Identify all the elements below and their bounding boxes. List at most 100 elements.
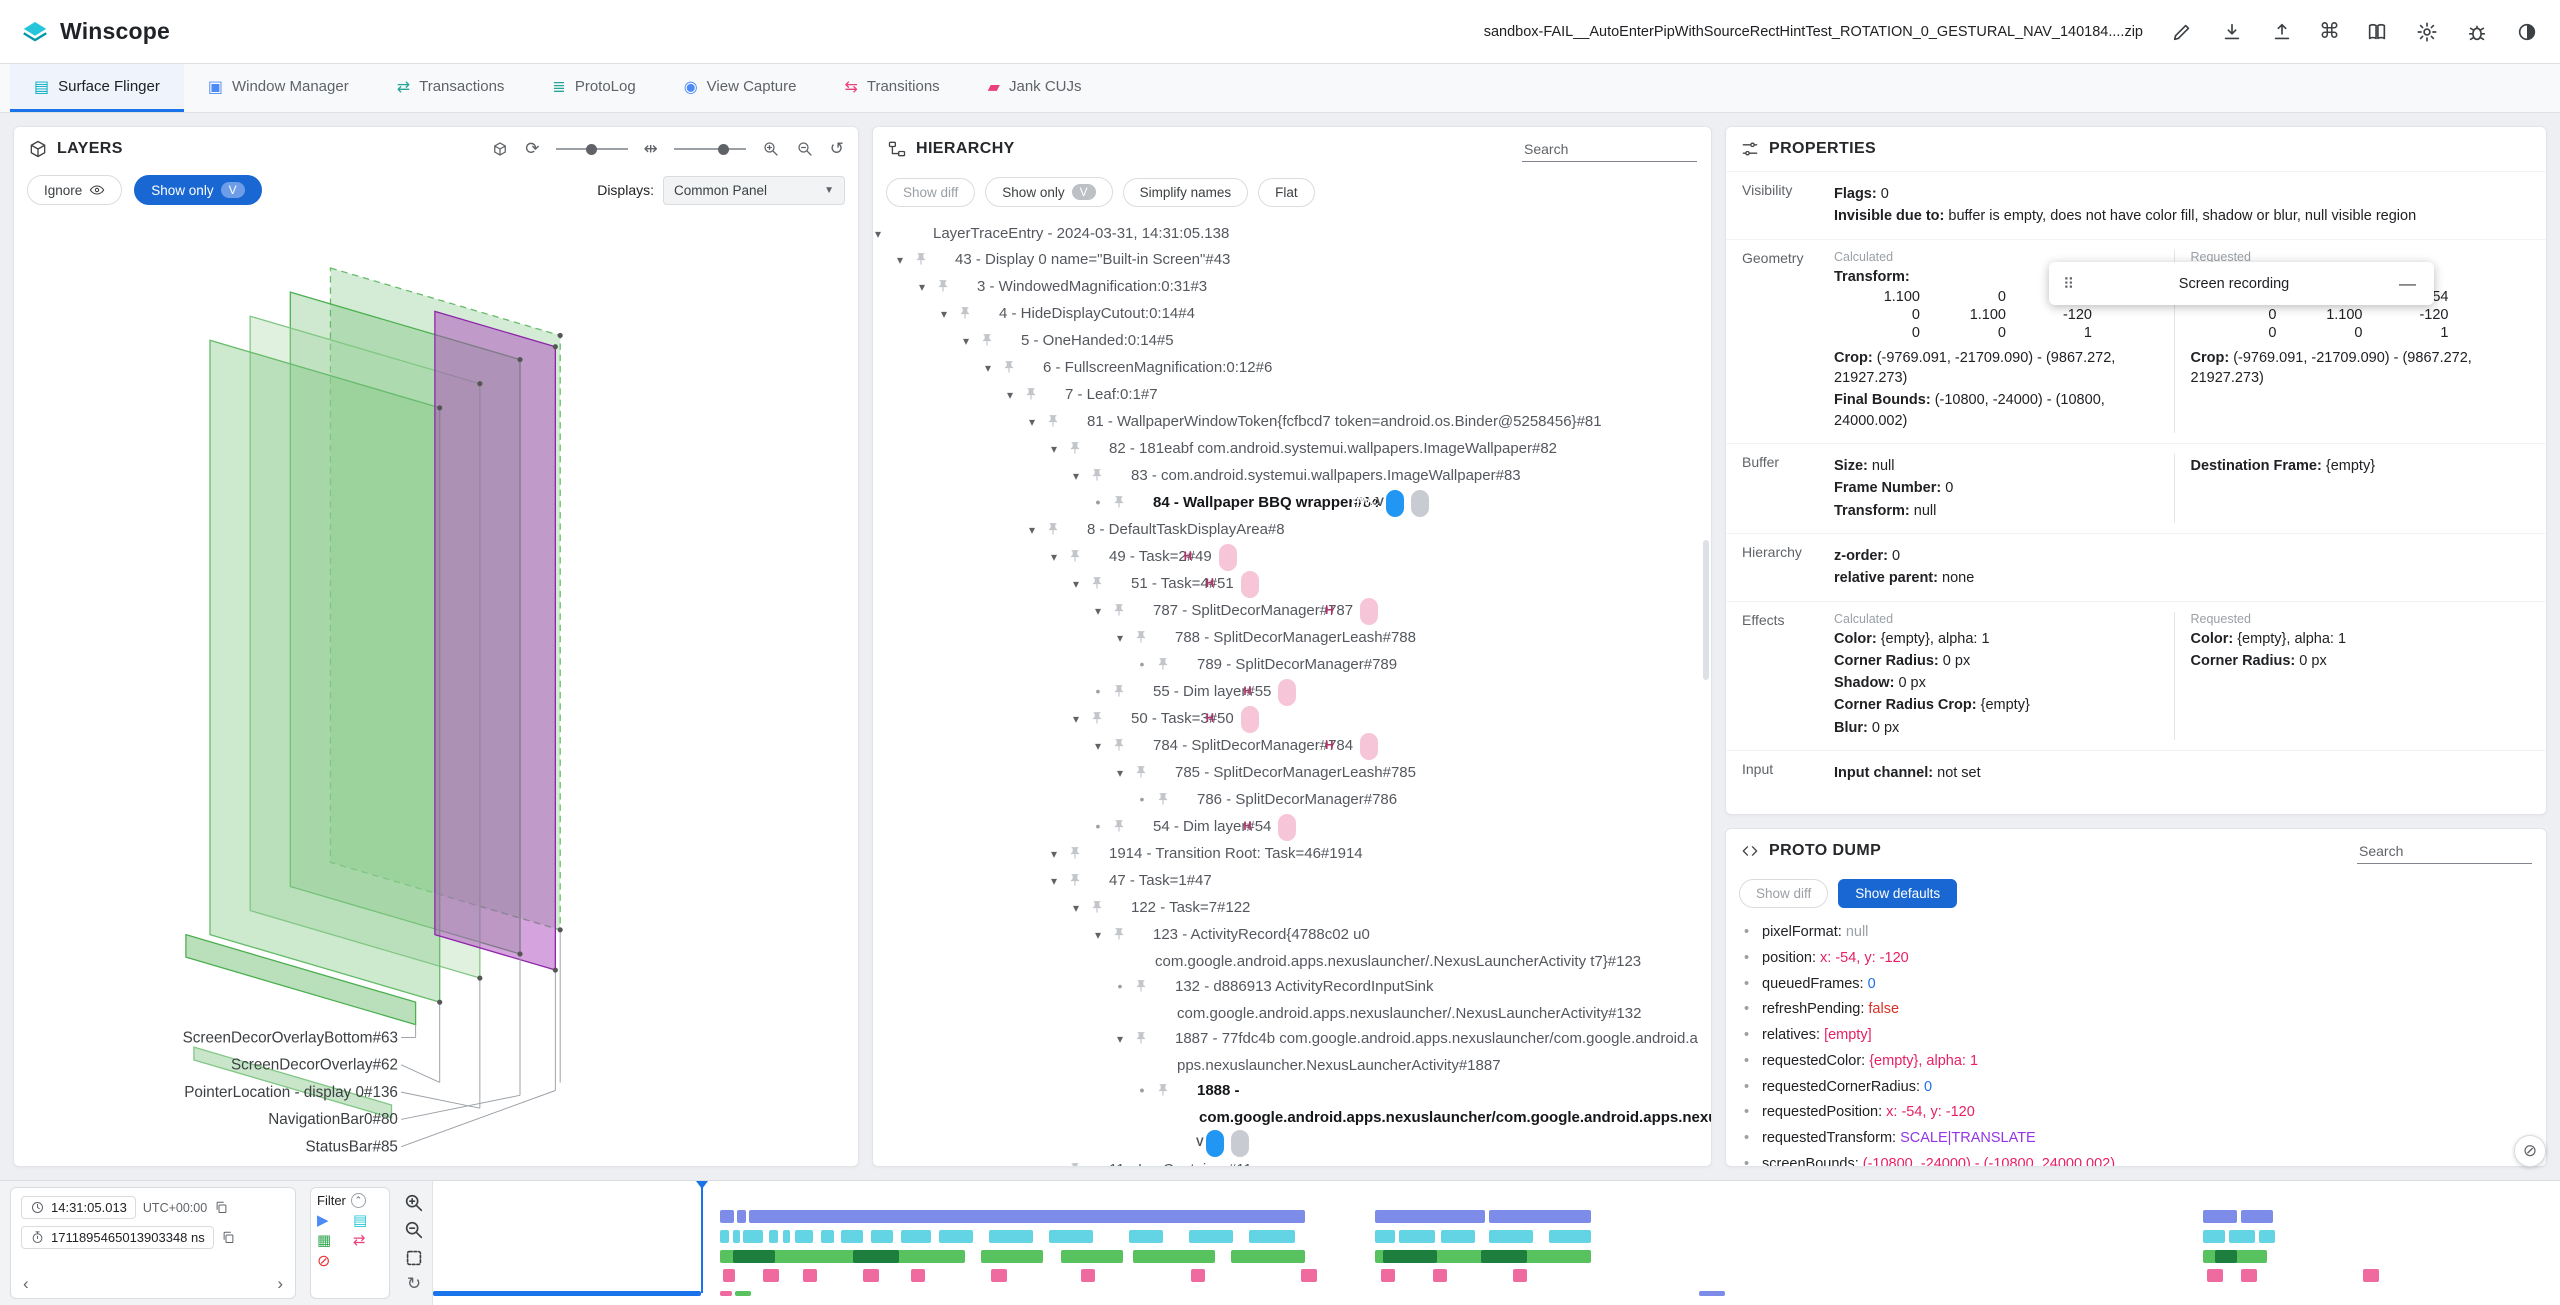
human-timestamp-box[interactable]: 14:31:05.013 <box>21 1196 136 1219</box>
trace-segment[interactable] <box>433 1291 701 1296</box>
trace-segment[interactable] <box>1049 1230 1093 1243</box>
chevron-down-icon[interactable]: ▾ <box>962 334 970 348</box>
displays-select[interactable]: Common Panel ▼ <box>663 175 845 205</box>
chevron-down-icon[interactable]: ▾ <box>1050 847 1058 861</box>
tree-row[interactable]: ▾51 - Task=4#51H <box>883 571 1701 598</box>
edit-icon[interactable] <box>2169 19 2195 45</box>
tab-transitions[interactable]: ⇆Transitions <box>820 64 963 112</box>
pin-icon[interactable] <box>938 276 977 301</box>
trace-segment[interactable] <box>749 1210 1305 1223</box>
pin-icon[interactable] <box>1026 384 1065 409</box>
chevron-down-icon[interactable]: ▾ <box>1116 1032 1124 1046</box>
proto-property-row[interactable]: refreshPending: false <box>1736 997 2538 1023</box>
pin-icon[interactable] <box>1158 789 1197 814</box>
pin-icon[interactable] <box>1070 438 1109 463</box>
tree-row[interactable]: ▾1914 - Transition Root: Task=46#1914 <box>883 841 1701 868</box>
chevron-down-icon[interactable]: ▾ <box>1072 469 1080 483</box>
proto-property-row[interactable]: screenBounds: (-10800, -24000) - (-10800… <box>1736 1152 2538 1166</box>
tree-row[interactable]: ▾7 - Leaf:0:1#7 <box>883 382 1701 409</box>
trace-segment[interactable] <box>803 1269 817 1282</box>
chevron-down-icon[interactable]: ▾ <box>984 361 992 375</box>
proto-property-row[interactable]: pixelFormat: null <box>1736 920 2538 946</box>
trace-segment[interactable] <box>1375 1230 1395 1243</box>
layer-label[interactable]: ScreenDecorOverlayBottom#63 <box>183 1029 398 1046</box>
proto-property-row[interactable]: requestedCornerRadius: 0 <box>1736 1075 2538 1101</box>
trace-segment[interactable] <box>733 1250 775 1263</box>
trace-segment[interactable] <box>2215 1250 2237 1263</box>
chevron-down-icon[interactable]: ▾ <box>1028 415 1036 429</box>
chevron-down-icon[interactable]: ▾ <box>896 253 904 267</box>
chevron-down-icon[interactable]: ▾ <box>1072 712 1080 726</box>
pin-icon[interactable] <box>1092 573 1131 598</box>
next-frame-button[interactable]: › <box>271 1274 289 1294</box>
tree-row[interactable]: ▾3 - WindowedMagnification:0:31#3 <box>883 274 1701 301</box>
trace-segment[interactable] <box>769 1230 778 1243</box>
trace-segment[interactable] <box>1381 1269 1395 1282</box>
trace-segment[interactable] <box>981 1250 1043 1263</box>
proto-property-row[interactable]: requestedPosition: x: -54, y: -120 <box>1736 1100 2538 1126</box>
trace-segment[interactable] <box>871 1230 893 1243</box>
timeline-zoom-out-icon[interactable] <box>403 1219 425 1241</box>
chevron-down-icon[interactable]: ▾ <box>1050 874 1058 888</box>
pin-icon[interactable] <box>1048 411 1087 436</box>
chevron-down-icon[interactable]: ▾ <box>1006 388 1014 402</box>
show-only-visible-button[interactable]: Show only V <box>134 175 262 205</box>
transactions-trace-icon[interactable]: ▦ <box>317 1232 332 1249</box>
ns-timestamp-box[interactable]: 1711895465013903348 ns <box>21 1226 214 1249</box>
trace-segment[interactable] <box>1061 1250 1123 1263</box>
copy-icon[interactable] <box>214 1200 229 1215</box>
transitions-trace-icon[interactable]: ⇄ <box>353 1232 366 1249</box>
chevron-down-icon[interactable]: ▾ <box>940 307 948 321</box>
trace-segment[interactable] <box>1549 1230 1591 1243</box>
pin-icon[interactable] <box>1070 843 1109 868</box>
pin-icon[interactable] <box>1092 708 1131 733</box>
tree-row[interactable]: •132 - d886913 ActivityRecordInputSink c… <box>883 974 1701 1026</box>
chevron-down-icon[interactable]: ▾ <box>1094 928 1102 942</box>
pin-icon[interactable] <box>1114 681 1153 706</box>
pin-icon[interactable] <box>1114 735 1153 760</box>
trace-segment[interactable] <box>737 1210 746 1223</box>
shortcuts-icon[interactable]: ⌘ <box>2319 19 2340 43</box>
tree-row[interactable]: ▾49 - Task=2#49H <box>883 544 1701 571</box>
pin-icon[interactable] <box>1136 976 1175 1001</box>
proto-property-row[interactable]: requestedColor: {empty}, alpha: 1 <box>1736 1049 2538 1075</box>
proto-property-row[interactable]: relatives: [empty] <box>1736 1023 2538 1049</box>
chevron-down-icon[interactable]: ▾ <box>1050 550 1058 564</box>
trace-segment[interactable] <box>783 1230 790 1243</box>
layer-label[interactable]: ScreenDecorOverlay#62 <box>231 1057 398 1074</box>
timeline-reset-zoom-icon[interactable]: ↻ <box>406 1274 422 1294</box>
pin-icon[interactable] <box>916 249 955 274</box>
tree-row[interactable]: ▾123 - ActivityRecord{4788c02 u0 com.goo… <box>883 922 1701 974</box>
trace-segment[interactable] <box>1249 1230 1295 1243</box>
surface-flinger-trace-icon[interactable]: ▤ <box>353 1212 368 1229</box>
trace-segment[interactable] <box>1383 1250 1437 1263</box>
pin-icon[interactable] <box>1048 519 1087 544</box>
proto-property-row[interactable]: queuedFrames: 0 <box>1736 972 2538 998</box>
layer-rect[interactable] <box>434 310 557 971</box>
upload-icon[interactable] <box>2269 19 2295 45</box>
tab-surface-flinger[interactable]: ▤Surface Flinger <box>10 64 184 112</box>
screen-recording-trace-icon[interactable]: ▶ <box>317 1212 329 1229</box>
pin-icon[interactable] <box>1114 492 1153 517</box>
trace-segment[interactable] <box>2363 1269 2379 1282</box>
collapse-filter-icon[interactable]: ⌃ <box>350 1193 366 1208</box>
tree-row[interactable]: ▾785 - SplitDecorManagerLeash#785 <box>883 760 1701 787</box>
trace-segment[interactable] <box>795 1230 813 1243</box>
trace-segment[interactable] <box>1433 1269 1447 1282</box>
trace-segment[interactable] <box>1481 1250 1527 1263</box>
pin-icon[interactable] <box>1136 762 1175 787</box>
trace-segment[interactable] <box>901 1230 931 1243</box>
tree-row[interactable]: ▾47 - Task=1#47 <box>883 868 1701 895</box>
dark-mode-icon[interactable] <box>2514 19 2540 45</box>
trace-segment[interactable] <box>720 1291 732 1296</box>
zoom-out-icon[interactable] <box>796 140 814 158</box>
tree-row[interactable]: ▾788 - SplitDecorManagerLeash#788 <box>883 625 1701 652</box>
trace-segment[interactable] <box>1699 1291 1725 1296</box>
layer-rect[interactable] <box>193 1046 393 1119</box>
trace-segment[interactable] <box>1081 1269 1095 1282</box>
tree-row[interactable]: •84 - Wallpaper BBQ wrapper#84HWCV <box>883 490 1701 517</box>
trace-segment[interactable] <box>1133 1250 1215 1263</box>
trace-segment[interactable] <box>2259 1230 2275 1243</box>
tree-row[interactable]: ▾8 - DefaultTaskDisplayArea#8 <box>883 517 1701 544</box>
